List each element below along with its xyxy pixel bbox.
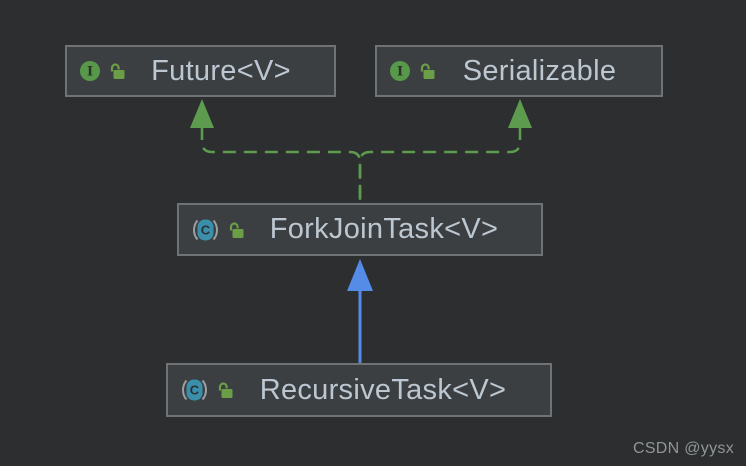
svg-text:C: C <box>190 383 200 398</box>
open-lock-icon <box>420 63 435 79</box>
edge-recursivetask-extends-forkjointask <box>347 259 373 363</box>
open-lock-icon <box>218 382 233 398</box>
node-recursivetask-icons: C <box>180 378 234 402</box>
implements-arrowhead-serializable <box>508 99 532 128</box>
open-lock-icon <box>110 63 125 79</box>
node-future-interface[interactable]: I Future<V> <box>65 45 336 97</box>
node-future-label: Future<V> <box>151 54 291 87</box>
implements-arrowhead-future <box>190 99 214 128</box>
node-serializable-interface[interactable]: I Serializable <box>375 45 663 97</box>
node-forkjointask-abstract-class[interactable]: C ForkJoinTask<V> <box>177 203 543 256</box>
abstract-class-icon: C <box>181 379 208 401</box>
node-serializable-icons: I <box>389 60 436 82</box>
edge-forkjointask-implements-future <box>190 99 362 203</box>
interface-icon: I <box>390 61 410 81</box>
node-recursivetask-abstract-class[interactable]: C RecursiveTask<V> <box>166 363 552 417</box>
svg-text:C: C <box>201 222 211 237</box>
extends-arrowhead-forkjointask <box>347 259 373 291</box>
abstract-class-icon: C <box>192 219 219 240</box>
node-forkjointask-icons: C <box>191 218 245 242</box>
node-recursivetask-label: RecursiveTask<V> <box>259 373 507 406</box>
interface-icon: I <box>80 61 100 81</box>
node-future-icons: I <box>79 60 126 82</box>
csdn-watermark: CSDN @yysx <box>632 440 734 457</box>
svg-text:I: I <box>397 65 403 80</box>
node-serializable-label: Serializable <box>462 54 617 87</box>
svg-text:I: I <box>87 65 93 80</box>
open-lock-icon <box>229 221 244 238</box>
node-forkjointask-label: ForkJoinTask<V> <box>269 213 499 245</box>
edge-forkjointask-implements-serializable <box>358 99 532 203</box>
